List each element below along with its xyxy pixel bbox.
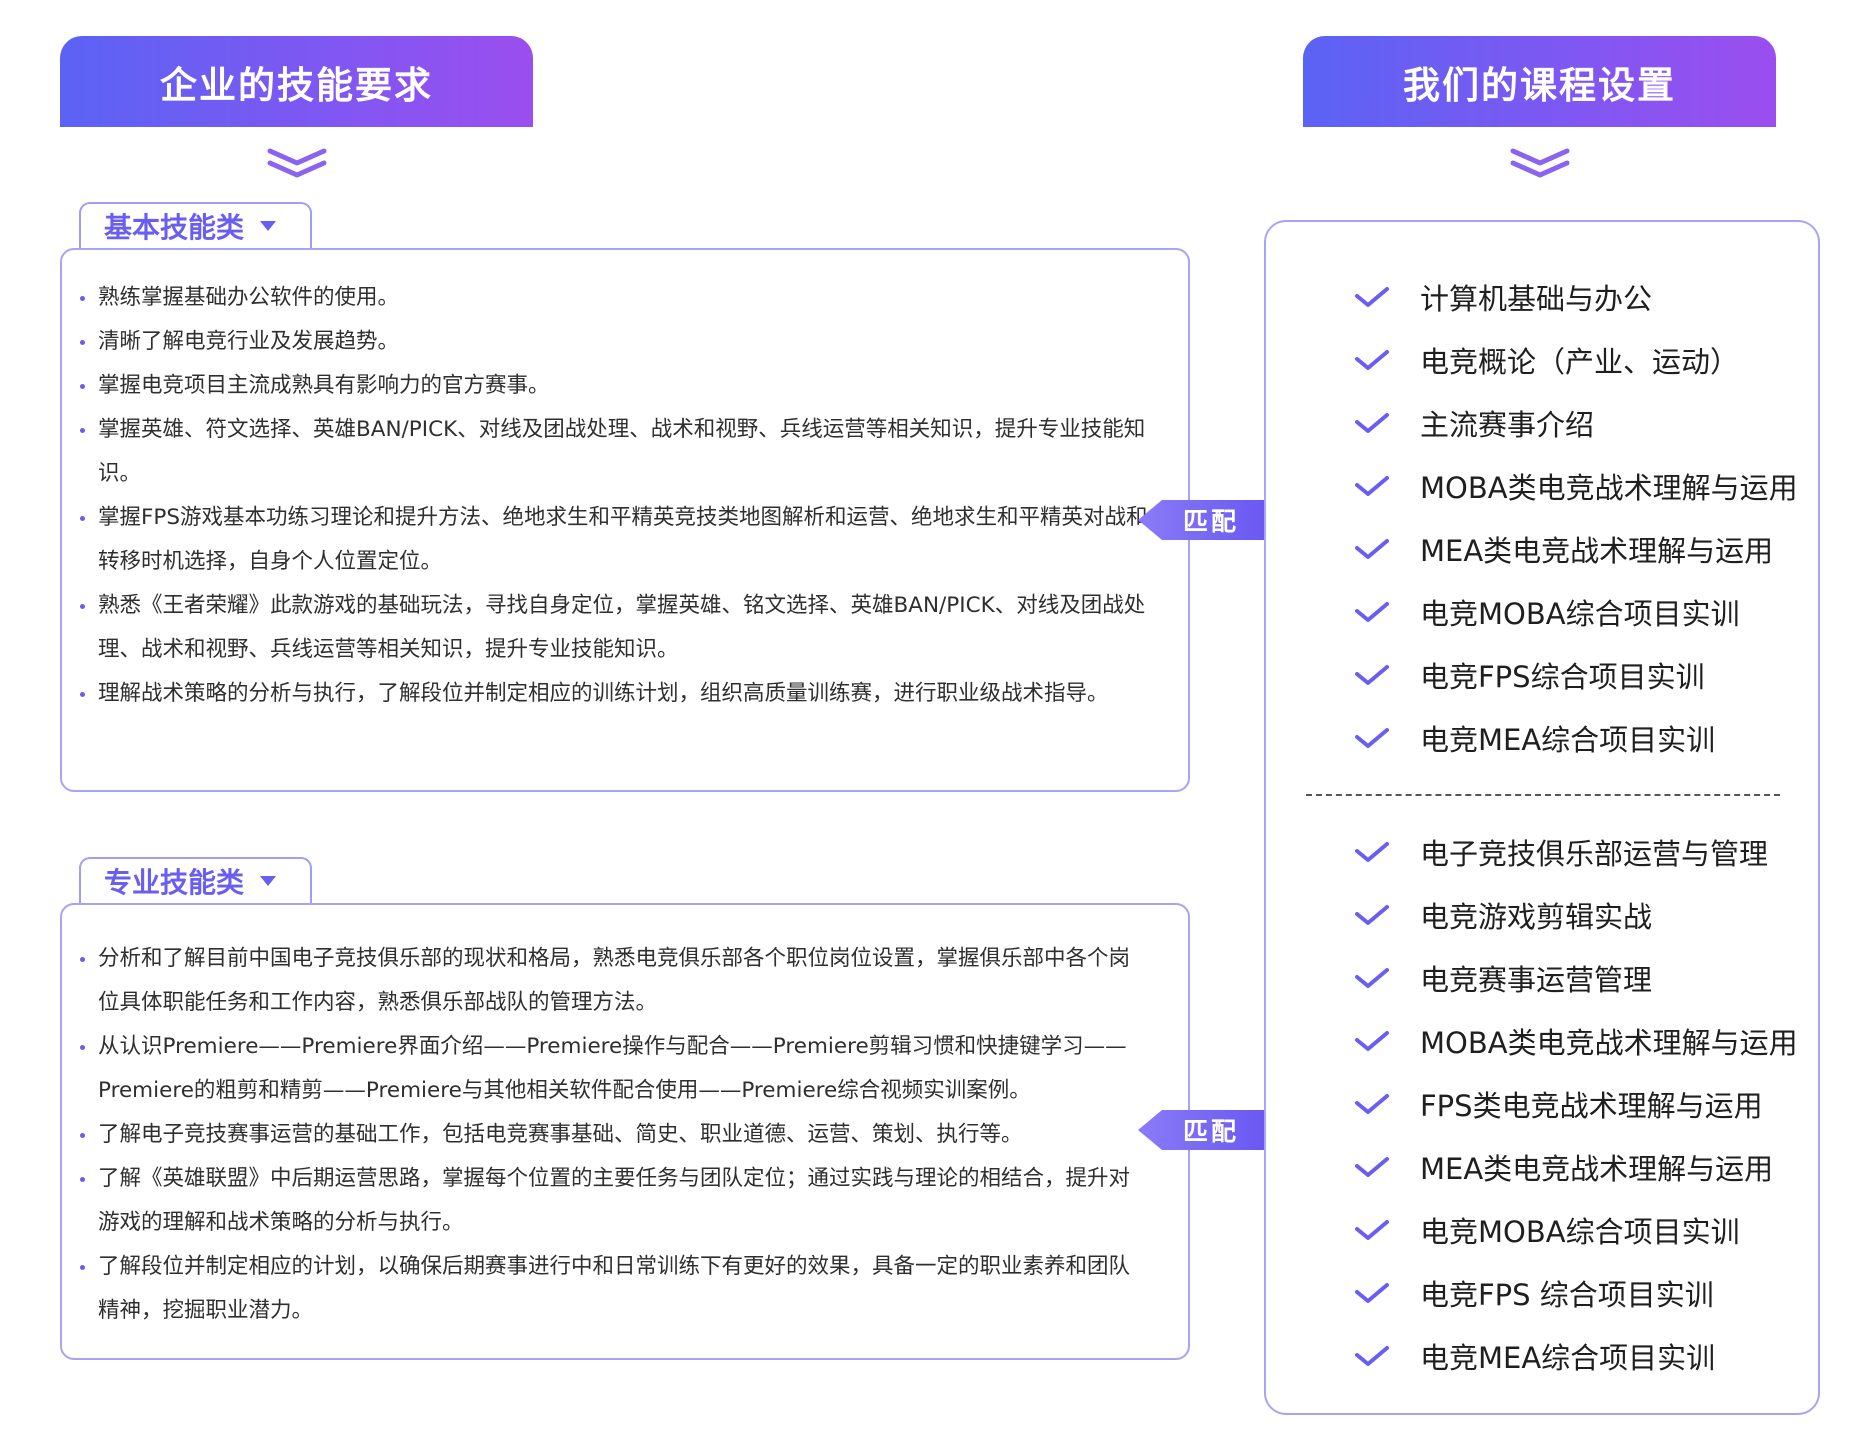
list-item: 理解战术策略的分析与执行，了解段位并制定相应的训练计划，组织高质量训练赛，进行职… <box>62 672 1188 716</box>
check-icon <box>1355 349 1389 370</box>
list-item: 了解《英雄联盟》中后期运营思路，掌握每个位置的主要任务与团队定位；通过实践与理论… <box>62 1157 1188 1245</box>
match-badge: 匹配 <box>1138 500 1264 540</box>
course-name: 电竞概论（产业、运动） <box>1420 344 1740 379</box>
course-name: MOBA类电竞战术理解与运用 <box>1420 1025 1798 1060</box>
check-icon <box>1355 904 1389 925</box>
check-icon <box>1355 412 1389 433</box>
check-icon <box>1355 1345 1389 1366</box>
check-icon <box>1355 664 1389 685</box>
list-item: 熟练掌握基础办公软件的使用。 <box>62 276 1188 320</box>
tab-label: 专业技能类 <box>104 866 245 899</box>
check-icon <box>1355 286 1389 307</box>
course-item: 电竞FPS综合项目实训 <box>1354 643 1798 706</box>
group-divider <box>1306 794 1780 796</box>
list-item: 了解电子竞技赛事运营的基础工作，包括电竞赛事基础、简史、职业道德、运营、策划、执… <box>62 1113 1188 1157</box>
caret-down-icon <box>260 221 277 231</box>
course-item: 计算机基础与办公 <box>1354 265 1798 328</box>
check-icon <box>1355 1093 1389 1114</box>
list-item: 掌握英雄、符文选择、英雄BAN/PICK、对线及团战处理、战术和视野、兵线运营等… <box>62 408 1188 496</box>
course-name: 电竞MOBA综合项目实训 <box>1420 1214 1740 1249</box>
check-icon <box>1355 1282 1389 1303</box>
course-item: MEA类电竞战术理解与运用 <box>1354 1135 1798 1198</box>
caret-down-icon <box>260 876 277 886</box>
course-item: 主流赛事介绍 <box>1354 391 1798 454</box>
course-item: 电竞赛事运营管理 <box>1354 946 1798 1009</box>
course-item: MOBA类电竞战术理解与运用 <box>1354 1009 1798 1072</box>
course-item: 电子竞技俱乐部运营与管理 <box>1354 820 1798 883</box>
course-item: 电竞概论（产业、运动） <box>1354 328 1798 391</box>
list-item: 分析和了解目前中国电子竞技俱乐部的现状和格局，熟悉电竞俱乐部各个职位岗位设置，掌… <box>62 937 1188 1025</box>
right-header: 我们的课程设置 <box>1303 36 1776 127</box>
professional-skills-panel: 分析和了解目前中国电子竞技俱乐部的现状和格局，熟悉电竞俱乐部各个职位岗位设置，掌… <box>60 903 1190 1360</box>
check-icon <box>1355 538 1389 559</box>
course-item: 电竞游戏剪辑实战 <box>1354 883 1798 946</box>
check-icon <box>1355 841 1389 862</box>
chevron-double-down-icon <box>1510 148 1570 178</box>
check-icon <box>1355 727 1389 748</box>
course-name: 电竞MOBA综合项目实训 <box>1420 596 1740 631</box>
check-icon <box>1355 1219 1389 1240</box>
course-item: 电竞FPS 综合项目实训 <box>1354 1261 1798 1324</box>
course-panel: 计算机基础与办公 电竞概论（产业、运动） 主流赛事介绍 MOBA类电竞战术理解与… <box>1264 220 1820 1415</box>
left-header: 企业的技能要求 <box>60 36 533 127</box>
course-name: 电竞FPS综合项目实训 <box>1420 659 1705 694</box>
list-item: 了解段位并制定相应的计划，以确保后期赛事进行中和日常训练下有更好的效果，具备一定… <box>62 1245 1188 1333</box>
professional-skills-list: 分析和了解目前中国电子竞技俱乐部的现状和格局，熟悉电竞俱乐部各个职位岗位设置，掌… <box>62 937 1188 1333</box>
course-name: 电竞赛事运营管理 <box>1420 962 1653 997</box>
check-icon <box>1355 601 1389 622</box>
course-name: MOBA类电竞战术理解与运用 <box>1420 470 1798 505</box>
course-item: 电竞MOBA综合项目实训 <box>1354 1198 1798 1261</box>
course-name: MEA类电竞战术理解与运用 <box>1420 1151 1774 1186</box>
basic-skills-list: 熟练掌握基础办公软件的使用。 清晰了解电竞行业及发展趋势。 掌握电竞项目主流成熟… <box>62 276 1188 716</box>
basic-skills-panel: 熟练掌握基础办公软件的使用。 清晰了解电竞行业及发展趋势。 掌握电竞项目主流成熟… <box>60 248 1190 792</box>
list-item: 清晰了解电竞行业及发展趋势。 <box>62 320 1188 364</box>
course-item: 电竞MEA综合项目实训 <box>1354 706 1798 769</box>
course-item: MOBA类电竞战术理解与运用 <box>1354 454 1798 517</box>
chevron-double-down-icon <box>267 148 327 178</box>
check-icon <box>1355 967 1389 988</box>
course-list-group-1: 计算机基础与办公 电竞概论（产业、运动） 主流赛事介绍 MOBA类电竞战术理解与… <box>1354 265 1798 769</box>
check-icon <box>1355 475 1389 496</box>
match-badge: 匹配 <box>1138 1110 1264 1150</box>
course-name: 主流赛事介绍 <box>1420 407 1595 442</box>
course-name: 电竞MEA综合项目实训 <box>1420 722 1716 757</box>
course-name: 电竞FPS 综合项目实训 <box>1420 1277 1714 1312</box>
list-item: 掌握电竞项目主流成熟具有影响力的官方赛事。 <box>62 364 1188 408</box>
course-name: FPS类电竞战术理解与运用 <box>1420 1088 1763 1123</box>
tab-basic-skills[interactable]: 基本技能类 <box>79 202 312 248</box>
check-icon <box>1355 1156 1389 1177</box>
tab-professional-skills[interactable]: 专业技能类 <box>79 857 312 903</box>
course-name: 电子竞技俱乐部运营与管理 <box>1420 836 1769 871</box>
course-name: MEA类电竞战术理解与运用 <box>1420 533 1774 568</box>
list-item: 从认识Premiere——Premiere界面介绍——Premiere操作与配合… <box>62 1025 1188 1113</box>
list-item: 熟悉《王者荣耀》此款游戏的基础玩法，寻找自身定位，掌握英雄、铭文选择、英雄BAN… <box>62 584 1188 672</box>
course-name: 计算机基础与办公 <box>1420 281 1653 316</box>
list-item: 掌握FPS游戏基本功练习理论和提升方法、绝地求生和平精英竞技类地图解析和运营、绝… <box>62 496 1188 584</box>
course-name: 电竞游戏剪辑实战 <box>1420 899 1653 934</box>
course-item: 电竞MOBA综合项目实训 <box>1354 580 1798 643</box>
course-item: FPS类电竞战术理解与运用 <box>1354 1072 1798 1135</box>
course-item: 电竞MEA综合项目实训 <box>1354 1324 1798 1387</box>
tab-label: 基本技能类 <box>104 211 245 244</box>
course-list-group-2: 电子竞技俱乐部运营与管理 电竞游戏剪辑实战 电竞赛事运营管理 MOBA类电竞战术… <box>1354 820 1798 1387</box>
course-item: MEA类电竞战术理解与运用 <box>1354 517 1798 580</box>
check-icon <box>1355 1030 1389 1051</box>
course-name: 电竞MEA综合项目实训 <box>1420 1340 1716 1375</box>
